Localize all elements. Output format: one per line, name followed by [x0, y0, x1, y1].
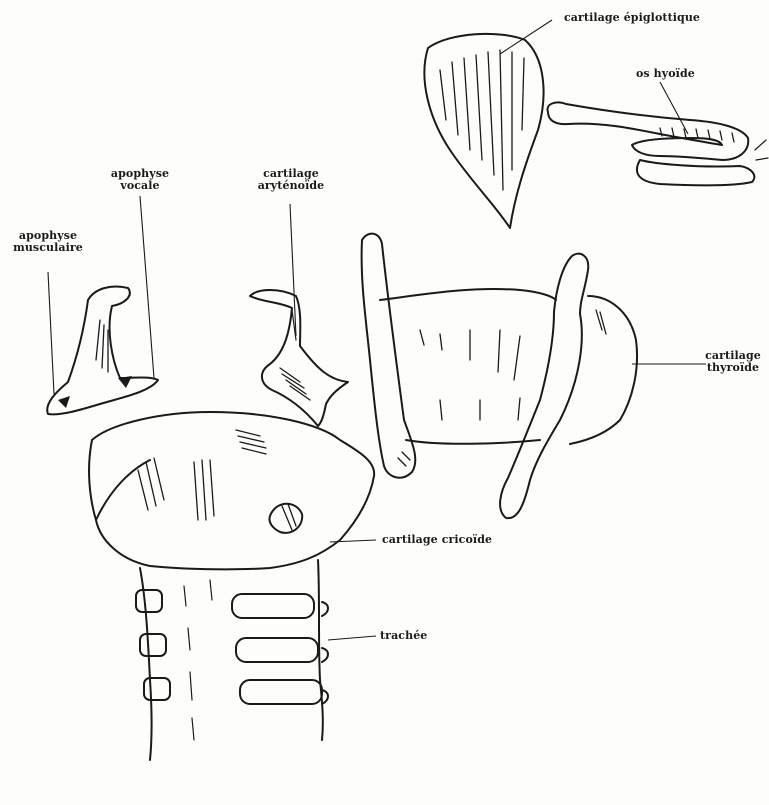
- epiglottic-cartilage: [424, 34, 543, 228]
- label-vocal-process: apophyse vocale: [100, 168, 180, 192]
- leader-epiglottic: [500, 20, 552, 54]
- leader-trachea: [328, 636, 376, 640]
- thyroid-cartilage: [362, 234, 637, 519]
- label-hyoid-bone: os hyoïde: [636, 68, 695, 80]
- label-vocal-process-line2: vocale: [100, 180, 180, 192]
- leader-lines: [48, 20, 706, 640]
- label-trachea: trachée: [380, 630, 427, 642]
- label-epiglottic-cartilage: cartilage épiglottique: [564, 12, 700, 24]
- label-arytenoid-cartilage: cartilage aryténoïde: [236, 168, 346, 192]
- label-muscular-process-line2: musculaire: [8, 242, 88, 254]
- label-thyroid-line2: thyroïde: [700, 362, 766, 374]
- label-thyroid-cartilage: cartilage thyroïde: [700, 350, 766, 374]
- leader-muscular-process: [48, 272, 54, 394]
- arytenoid-cartilage: [250, 290, 348, 426]
- label-arytenoid-line2: aryténoïde: [236, 180, 346, 192]
- arytenoid-with-processes: [47, 287, 158, 415]
- leader-cricoid: [330, 540, 376, 542]
- hyoid-bone: [547, 102, 768, 185]
- leader-hyoid: [660, 82, 688, 134]
- leader-vocal-process: [140, 196, 154, 378]
- trachea: [136, 560, 328, 760]
- cricoid-cartilage: [89, 412, 374, 569]
- label-muscular-process: apophyse musculaire: [8, 230, 88, 254]
- label-cricoid-cartilage: cartilage cricoïde: [382, 534, 492, 546]
